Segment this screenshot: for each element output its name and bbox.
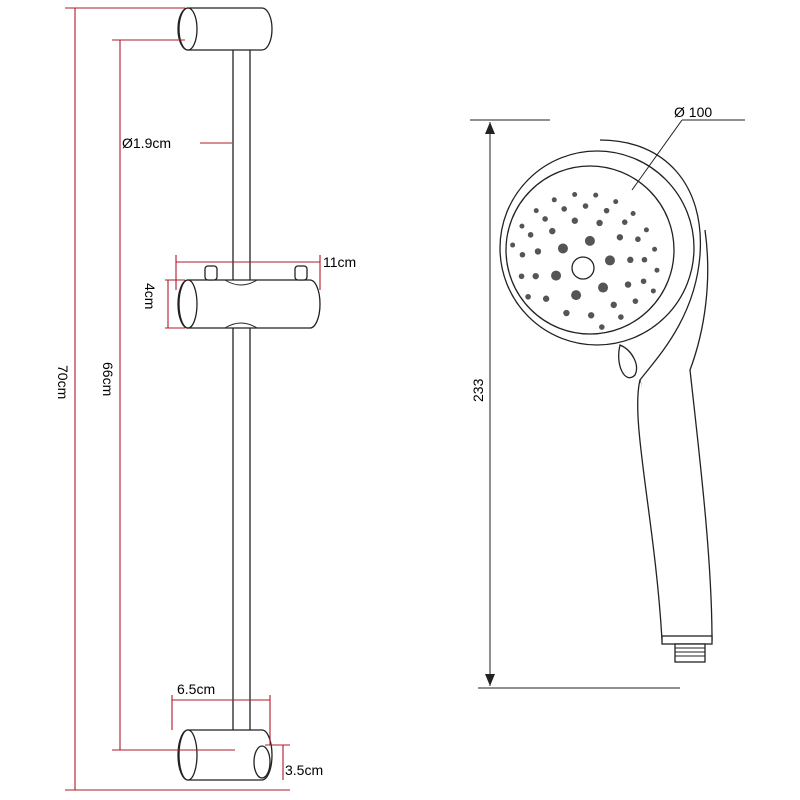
nozzle (571, 217, 579, 224)
hose-connector (674, 643, 706, 663)
nozzle (519, 223, 525, 229)
nozzle (534, 248, 542, 255)
slide-rod (232, 29, 251, 751)
rail-set: Ø1.9cm 11cm 4cm 70cm 66cm 6.5cm 3.5cm (55, 7, 356, 791)
nozzle (654, 267, 660, 273)
nozzle (610, 301, 617, 309)
nozzle (542, 216, 548, 222)
spray-face (505, 165, 675, 335)
bottom-bracket (177, 729, 273, 781)
slider-holder (177, 265, 321, 329)
nozzle (616, 234, 624, 241)
nozzle (557, 243, 568, 254)
hand-shower (499, 139, 713, 663)
nozzle (635, 236, 641, 243)
nozzle (630, 211, 636, 217)
nozzle (518, 273, 525, 280)
nozzle (549, 227, 556, 235)
bracket-height-label: 3.5cm (285, 762, 323, 778)
nozzle (525, 293, 531, 300)
nozzle (621, 219, 628, 225)
nozzle (613, 199, 619, 205)
nozzle (624, 281, 632, 288)
nozzle (571, 290, 582, 301)
nozzle (632, 298, 639, 304)
nozzle (596, 219, 603, 227)
nozzle (527, 232, 534, 238)
nozzle (519, 251, 526, 258)
center-disc (571, 256, 595, 280)
dimension-lines-handshower (470, 119, 745, 689)
bracket-spacing-label: 66cm (100, 362, 116, 396)
nozzle (603, 207, 610, 214)
nozzle (584, 235, 595, 246)
nozzle (582, 203, 589, 209)
nozzle (650, 288, 656, 294)
nozzle (561, 206, 567, 212)
total-length-label: 233 (470, 378, 486, 402)
nozzle (542, 295, 550, 302)
holder-height-label: 4cm (142, 283, 158, 309)
nozzle (510, 242, 516, 248)
nozzle (587, 312, 595, 319)
nozzle (563, 309, 570, 317)
head-diameter-label: Ø 100 (674, 104, 712, 120)
nozzle (627, 256, 634, 264)
nozzle (643, 227, 649, 233)
nozzle (551, 270, 562, 281)
nozzle (652, 246, 658, 252)
total-height-label: 70cm (55, 365, 71, 399)
nozzle (641, 256, 648, 263)
nozzle (572, 191, 578, 197)
nozzle (604, 255, 615, 266)
nozzle (640, 278, 647, 285)
nozzle (598, 282, 609, 293)
nozzle (618, 314, 624, 320)
nozzle (593, 192, 599, 198)
mode-selector-lever (618, 344, 638, 379)
spray-nozzles (510, 191, 660, 330)
nozzle (551, 197, 557, 203)
dimension-lines-rail (65, 7, 321, 791)
rod-diameter-label: Ø1.9cm (122, 135, 171, 151)
holder-width-label: 11cm (323, 254, 356, 270)
bracket-depth-label: 6.5cm (177, 681, 215, 697)
nozzle (532, 272, 539, 280)
nozzle (599, 324, 605, 330)
top-bracket (177, 7, 273, 51)
nozzle (533, 208, 539, 214)
